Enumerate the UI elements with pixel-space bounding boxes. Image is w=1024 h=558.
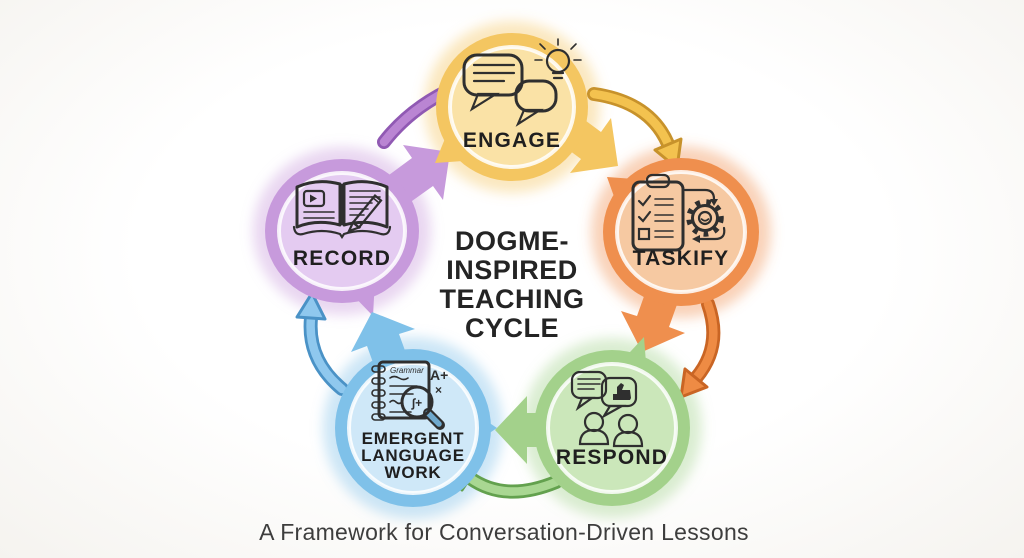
- svg-text:×: ×: [435, 383, 442, 397]
- two-people-with-feedback-bubbles-icon: [570, 370, 644, 448]
- node-label-respond: RESPOND: [556, 446, 668, 469]
- arrow-emergent-to-record: [295, 291, 349, 396]
- svg-text:∫+: ∫+: [411, 396, 422, 410]
- node-taskify: TASKIFY: [603, 158, 759, 352]
- title-line-3: TEACHING: [439, 284, 585, 314]
- node-label-emergent-1: EMERGENT: [362, 429, 465, 448]
- node-respond: RESPOND: [495, 337, 690, 506]
- title-line-4: CYCLE: [464, 313, 559, 343]
- svg-text:A+: A+: [430, 367, 448, 383]
- arrow-taskify-to-respond: [679, 297, 721, 399]
- diagram-caption: A Framework for Conversation-Driven Less…: [259, 519, 749, 545]
- svg-text:Grammar: Grammar: [390, 366, 424, 375]
- node-engage: ENGAGE: [435, 33, 618, 181]
- arrowhead-icon: [295, 291, 327, 321]
- node-label-emergent-2: LANGUAGE: [361, 446, 465, 465]
- node-label-emergent-3: WORK: [384, 463, 441, 482]
- open-book-with-play-and-pen-icon: [292, 180, 392, 239]
- title-line-2: INSPIRED: [446, 255, 578, 285]
- node-label-record: RECORD: [293, 247, 391, 270]
- node-label-engage: ENGAGE: [463, 129, 561, 152]
- diagram-title: DOGME- INSPIRED TEACHING CYCLE: [392, 227, 632, 343]
- title-line-1: DOGME-: [455, 226, 569, 256]
- taskify-circle: [615, 170, 747, 294]
- node-emergent: Grammar A+ × ∫+ EMERGENT LANGUAGE WORK: [335, 312, 497, 507]
- speech-bubbles-and-lightbulb-icon: [462, 38, 582, 127]
- respond-circle: [546, 362, 678, 494]
- engage-circle: [448, 45, 576, 169]
- arrowhead-icon: [679, 367, 709, 399]
- node-record: RECORD: [265, 145, 450, 316]
- arrow-engage-to-taskify: [587, 87, 683, 170]
- node-label-taskify: TASKIFY: [633, 247, 730, 270]
- notebook-with-magnifier-icon: Grammar A+ × ∫+: [371, 360, 448, 430]
- checklist-clipboard-and-gear-icon: [631, 173, 726, 252]
